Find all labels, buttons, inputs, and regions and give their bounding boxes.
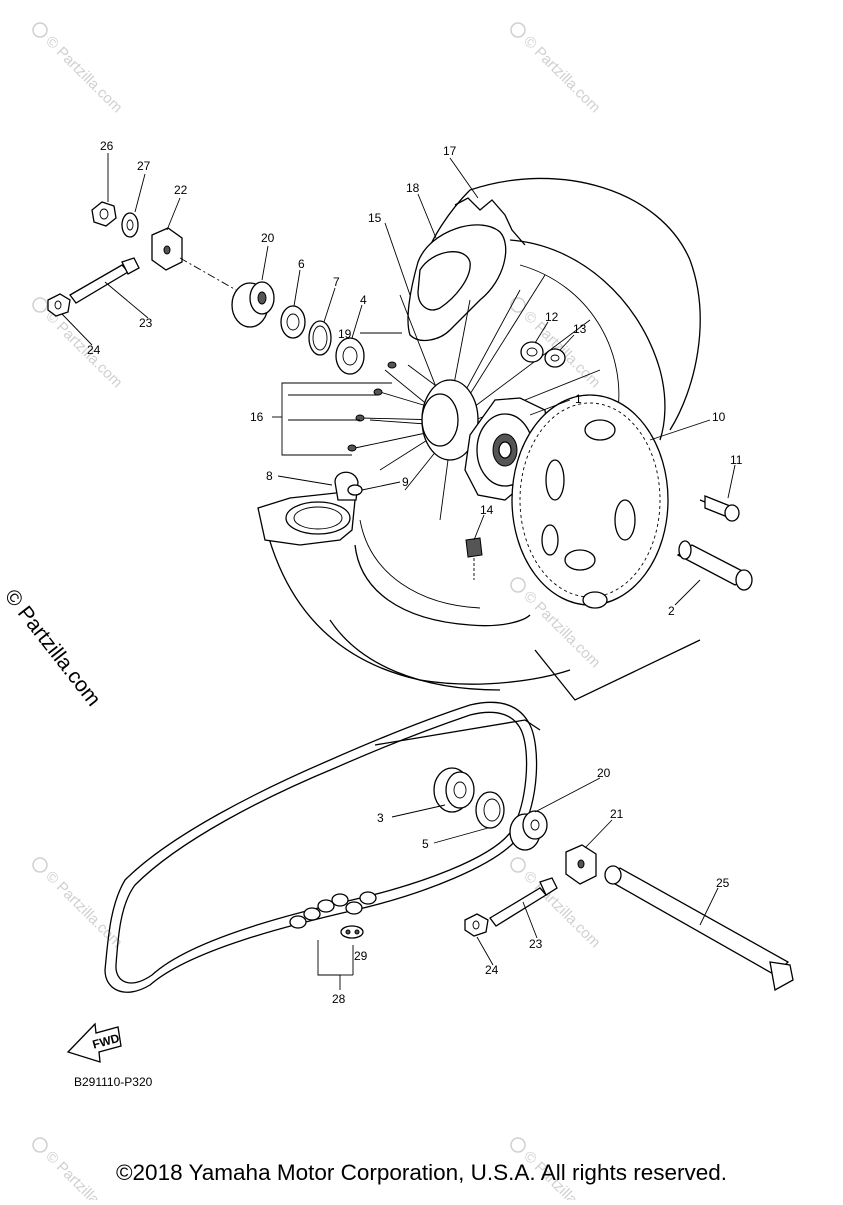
section-border (374, 639, 701, 746)
callout-17: 17 (443, 144, 457, 158)
bolt-part-11 (699, 495, 740, 522)
bolt-part-23-bottom (489, 877, 558, 927)
svg-text:© Partzilla.com: © Partzilla.com (42, 308, 125, 391)
callout-labels: 1 2 3 4 5 6 7 8 9 10 11 12 13 14 15 16 1… (87, 139, 743, 1006)
callout-19: 19 (338, 327, 352, 341)
callout-23-bottom: 23 (529, 937, 543, 951)
nut-part-9 (347, 484, 363, 496)
collar-part-20-top (231, 281, 275, 328)
callout-14: 14 (480, 503, 494, 517)
callout-22: 22 (174, 183, 188, 197)
nut-part-24-top (47, 293, 71, 317)
oil-seal-part-5 (475, 791, 505, 829)
chain-link-part-29 (340, 925, 364, 939)
callout-12: 12 (545, 310, 559, 324)
callout-1: 1 (575, 392, 582, 406)
tire-section (257, 491, 356, 546)
callout-7: 7 (333, 275, 340, 289)
adjuster-part-21 (565, 844, 597, 885)
callout-8: 8 (266, 469, 273, 483)
drive-chain (104, 701, 538, 993)
bearing-part-3 (433, 767, 475, 813)
callout-15: 15 (368, 211, 382, 225)
adjuster-part-22 (151, 227, 183, 271)
callout-28: 28 (332, 992, 346, 1006)
callout-4: 4 (360, 293, 367, 307)
nut-part-12 (520, 341, 544, 363)
copyright-notice: ©2018 Yamaha Motor Corporation, U.S.A. A… (115, 1160, 728, 1185)
callout-2: 2 (668, 604, 675, 618)
oil-seal-part-6 (280, 305, 306, 339)
callout-13: 13 (573, 322, 587, 336)
chain-joint-part-28 (289, 891, 377, 929)
collar-part-20-bottom (509, 810, 548, 851)
callout-21: 21 (610, 807, 624, 821)
washer-part-27 (121, 212, 139, 238)
svg-text:FWD: FWD (91, 1031, 121, 1052)
callout-3: 3 (377, 811, 384, 825)
background-watermarks: © Partzilla.com © Partzilla.com © Partzi… (32, 22, 604, 1205)
callout-5: 5 (422, 837, 429, 851)
callout-26: 26 (100, 139, 114, 153)
rim-band (407, 224, 507, 342)
bolt-part-23-top (69, 257, 140, 304)
bearing-part-4 (335, 337, 365, 375)
callout-6: 6 (298, 257, 305, 271)
callout-24-bottom: 24 (485, 963, 499, 977)
circlip-part-7 (308, 320, 332, 356)
svg-text:© Partzilla.com: © Partzilla.com (520, 33, 603, 116)
svg-text:© Partzilla.com: © Partzilla.com (42, 33, 125, 116)
fwd-arrow-icon: FWD (66, 1022, 122, 1063)
callout-24-top: 24 (87, 343, 101, 357)
diagram-code: B291110-P320 (74, 1075, 153, 1089)
collar-part-2 (676, 540, 753, 591)
callout-27: 27 (137, 159, 151, 173)
callout-29: 29 (354, 949, 368, 963)
callout-10: 10 (712, 410, 726, 424)
callout-18: 18 (406, 181, 420, 195)
washer-part-13 (544, 348, 566, 368)
nut-part-14 (465, 537, 483, 580)
nut-part-26 (91, 201, 117, 227)
callout-23-top: 23 (139, 316, 153, 330)
callout-16: 16 (250, 410, 264, 424)
axle-part-25 (604, 865, 794, 992)
callout-9: 9 (402, 475, 409, 489)
callout-25: 25 (716, 876, 730, 890)
callout-20-bottom: 20 (597, 766, 611, 780)
callout-11: 11 (730, 453, 743, 467)
leader-lines (61, 153, 736, 990)
nut-part-24-bottom (464, 913, 489, 937)
callout-20-top: 20 (261, 231, 275, 245)
spoke-set-part-16 (347, 361, 397, 452)
rear-sprocket (511, 394, 669, 609)
